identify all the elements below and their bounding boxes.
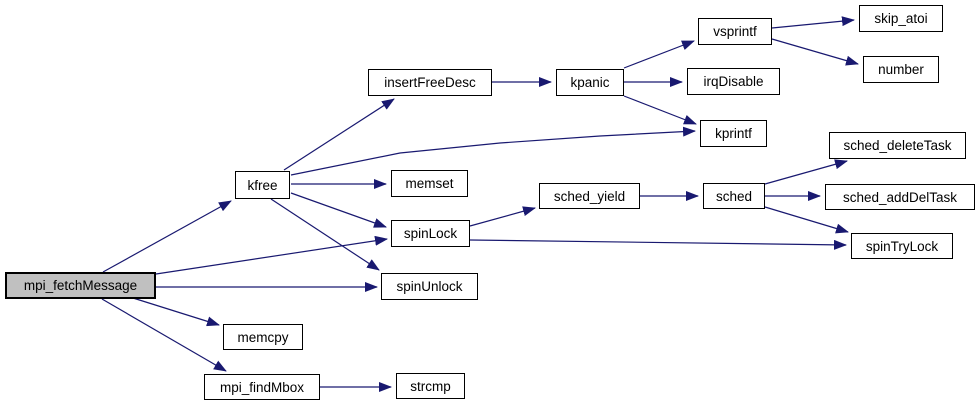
node-label: sched_deleteTask [843, 138, 952, 153]
edge-sched-sched_deleteTask [764, 159, 848, 185]
edge-mpi_fetchMessage-memcpy [132, 297, 220, 327]
node-irqDisable[interactable]: irqDisable [687, 68, 780, 95]
node-kprintf[interactable]: kprintf [700, 120, 767, 147]
node-insertFreeDesc[interactable]: insertFreeDesc [368, 69, 492, 96]
node-label: mpi_findMbox [219, 379, 305, 395]
node-label: memcpy [237, 329, 289, 345]
node-vsprintf[interactable]: vsprintf [698, 18, 772, 45]
node-label: spinTryLock [865, 238, 939, 254]
edge-kfree-spinUnlock [270, 198, 380, 271]
node-label: sched_addDelTask [842, 189, 958, 205]
edge-vsprintf-skip_atoi [771, 16, 855, 29]
node-spinTryLock[interactable]: spinTryLock [851, 233, 953, 259]
edge-mpi_fetchMessage-spinLock [155, 235, 388, 275]
node-label: kfree [247, 177, 278, 193]
node-label: strcmp [410, 378, 451, 394]
node-sched_yield[interactable]: sched_yield [539, 183, 640, 209]
edge-kfree-spinLock [290, 192, 387, 228]
node-label: mpi_fetchMessage [23, 278, 138, 293]
node-label: spinLock [403, 226, 458, 241]
node-number[interactable]: number [863, 56, 939, 83]
node-label: spinUnlock [396, 279, 463, 294]
node-memcpy[interactable]: memcpy [223, 324, 303, 350]
node-spinUnlock[interactable]: spinUnlock [381, 273, 478, 300]
node-label: sched [715, 188, 753, 204]
node-sched[interactable]: sched [703, 183, 765, 209]
node-sched_addDelTask[interactable]: sched_addDelTask [825, 184, 975, 210]
edge-kfree-kprintf [290, 126, 696, 176]
node-label: kpanic [570, 75, 610, 90]
node-label: insertFreeDesc [384, 75, 476, 90]
edge-kfree-insertFreeDesc [283, 98, 395, 171]
node-skip_atoi[interactable]: skip_atoi [859, 5, 943, 32]
node-kfree[interactable]: kfree [235, 171, 290, 199]
node-label: irqDisable [703, 74, 764, 89]
edge-spinLock-spinTryLock [469, 239, 847, 250]
node-label: memset [405, 176, 454, 191]
node-label: kprintf [715, 126, 752, 141]
edge-kpanic-kprintf [623, 95, 697, 125]
edge-mpi_fetchMessage-kfree [102, 200, 232, 273]
node-label: vsprintf [713, 24, 757, 39]
edge-sched-spinTryLock [764, 206, 849, 234]
node-label: sched_yield [553, 188, 626, 204]
edge-mpi_fetchMessage-mpi_findMbox [101, 298, 227, 372]
edge-spinLock-sched_yield [469, 206, 536, 227]
node-spinLock[interactable]: spinLock [391, 220, 470, 247]
edge-vsprintf-number [771, 38, 859, 66]
node-label: skip_atoi [874, 11, 928, 26]
node-strcmp[interactable]: strcmp [396, 373, 465, 399]
node-memset[interactable]: memset [391, 170, 468, 197]
node-mpi_findMbox[interactable]: mpi_findMbox [204, 374, 320, 400]
edge-kpanic-vsprintf [623, 40, 695, 69]
node-mpi_fetchMessage: mpi_fetchMessage [5, 272, 156, 299]
node-sched_deleteTask[interactable]: sched_deleteTask [829, 132, 966, 159]
node-label: number [878, 62, 924, 77]
node-kpanic[interactable]: kpanic [556, 69, 624, 96]
